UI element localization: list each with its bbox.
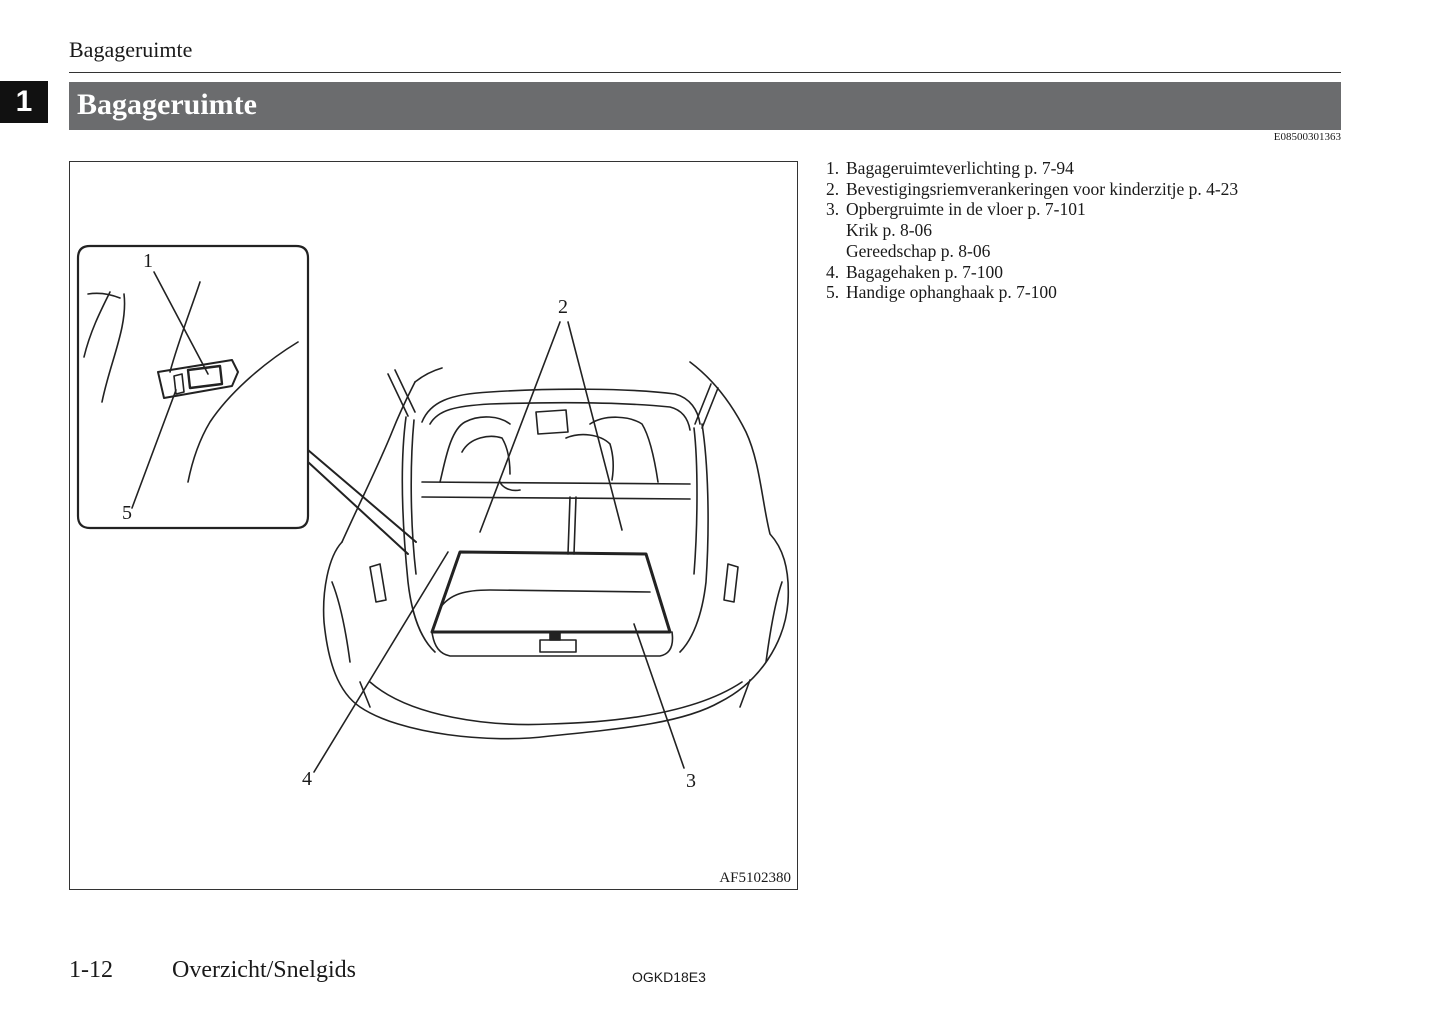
leader-line-2b xyxy=(567,321,623,531)
callout-3: 3 xyxy=(686,770,696,792)
rear-seat-backs xyxy=(421,481,691,500)
document-code: E08500301363 xyxy=(1273,131,1341,143)
legend-number: 1. xyxy=(826,158,840,178)
legend-item: 5. Handige ophanghaak p. 7-100 xyxy=(826,282,1326,303)
callout-5: 5 xyxy=(122,502,132,524)
legend-number: 5. xyxy=(826,282,840,303)
legend-number: 4. xyxy=(826,261,840,282)
legend-item: 2. Bevestigingsriemverankeringen voor ki… xyxy=(826,179,1326,200)
legend-text: Bagageruimteverlichting p. 7-94 xyxy=(846,158,1074,178)
footer-section-title: Overzicht/Snelgids xyxy=(172,957,356,983)
car-body-outline xyxy=(322,361,790,740)
legend-text: Bagagehaken p. 7-100 xyxy=(846,261,1003,282)
page-number: 1-12 xyxy=(69,957,113,983)
section-title-bar: Bagageruimte xyxy=(69,82,1341,130)
leader-line-4 xyxy=(313,551,449,773)
legend-number: 3. xyxy=(826,199,840,220)
callout-1: 1 xyxy=(143,250,153,272)
legend-text: Gereedschap p. 8-06 xyxy=(846,240,991,261)
rear-bumper xyxy=(369,681,743,726)
legend-text: Krik p. 8-06 xyxy=(846,220,933,241)
luggage-compartment-illustration: 1 2 3 4 5 AF5102380 xyxy=(69,161,798,890)
figure-code: AF5102380 xyxy=(719,870,791,886)
legend-number: 2. xyxy=(826,178,840,199)
header-rule xyxy=(69,72,1341,73)
legend-item: 1. Bagageruimteverlichting p. 7-94 xyxy=(826,158,1326,179)
legend-item: 4. Bagagehaken p. 7-100 xyxy=(826,262,1326,283)
legend-text: Opbergruimte in de vloer p. 7-101 xyxy=(846,199,1086,220)
leader-line-1 xyxy=(153,271,209,375)
leader-line-2a xyxy=(479,321,561,533)
legend-item: 3. Opbergruimte in de vloer p. 7-101 Kri… xyxy=(826,199,1326,261)
rear-window-opening xyxy=(421,388,701,425)
section-title: Bagageruimte xyxy=(77,88,257,121)
legend-text: Handige ophanghaak p. 7-100 xyxy=(846,282,1057,303)
callout-legend: 1. Bagageruimteverlichting p. 7-94 2. Be… xyxy=(826,158,1326,303)
leader-line-3 xyxy=(633,623,685,769)
leader-line-5 xyxy=(131,389,177,509)
callout-4: 4 xyxy=(302,768,312,790)
legend-text: Bevestigingsriemverankeringen voor kinde… xyxy=(846,178,1239,199)
detail-inset-box xyxy=(76,244,310,530)
running-header-title: Bagageruimte xyxy=(69,37,193,62)
car-rear-drawing xyxy=(76,244,790,773)
chapter-number-tab: 1 xyxy=(0,81,48,123)
footer-document-code: OGKD18E3 xyxy=(632,969,706,985)
callout-2: 2 xyxy=(558,296,568,318)
